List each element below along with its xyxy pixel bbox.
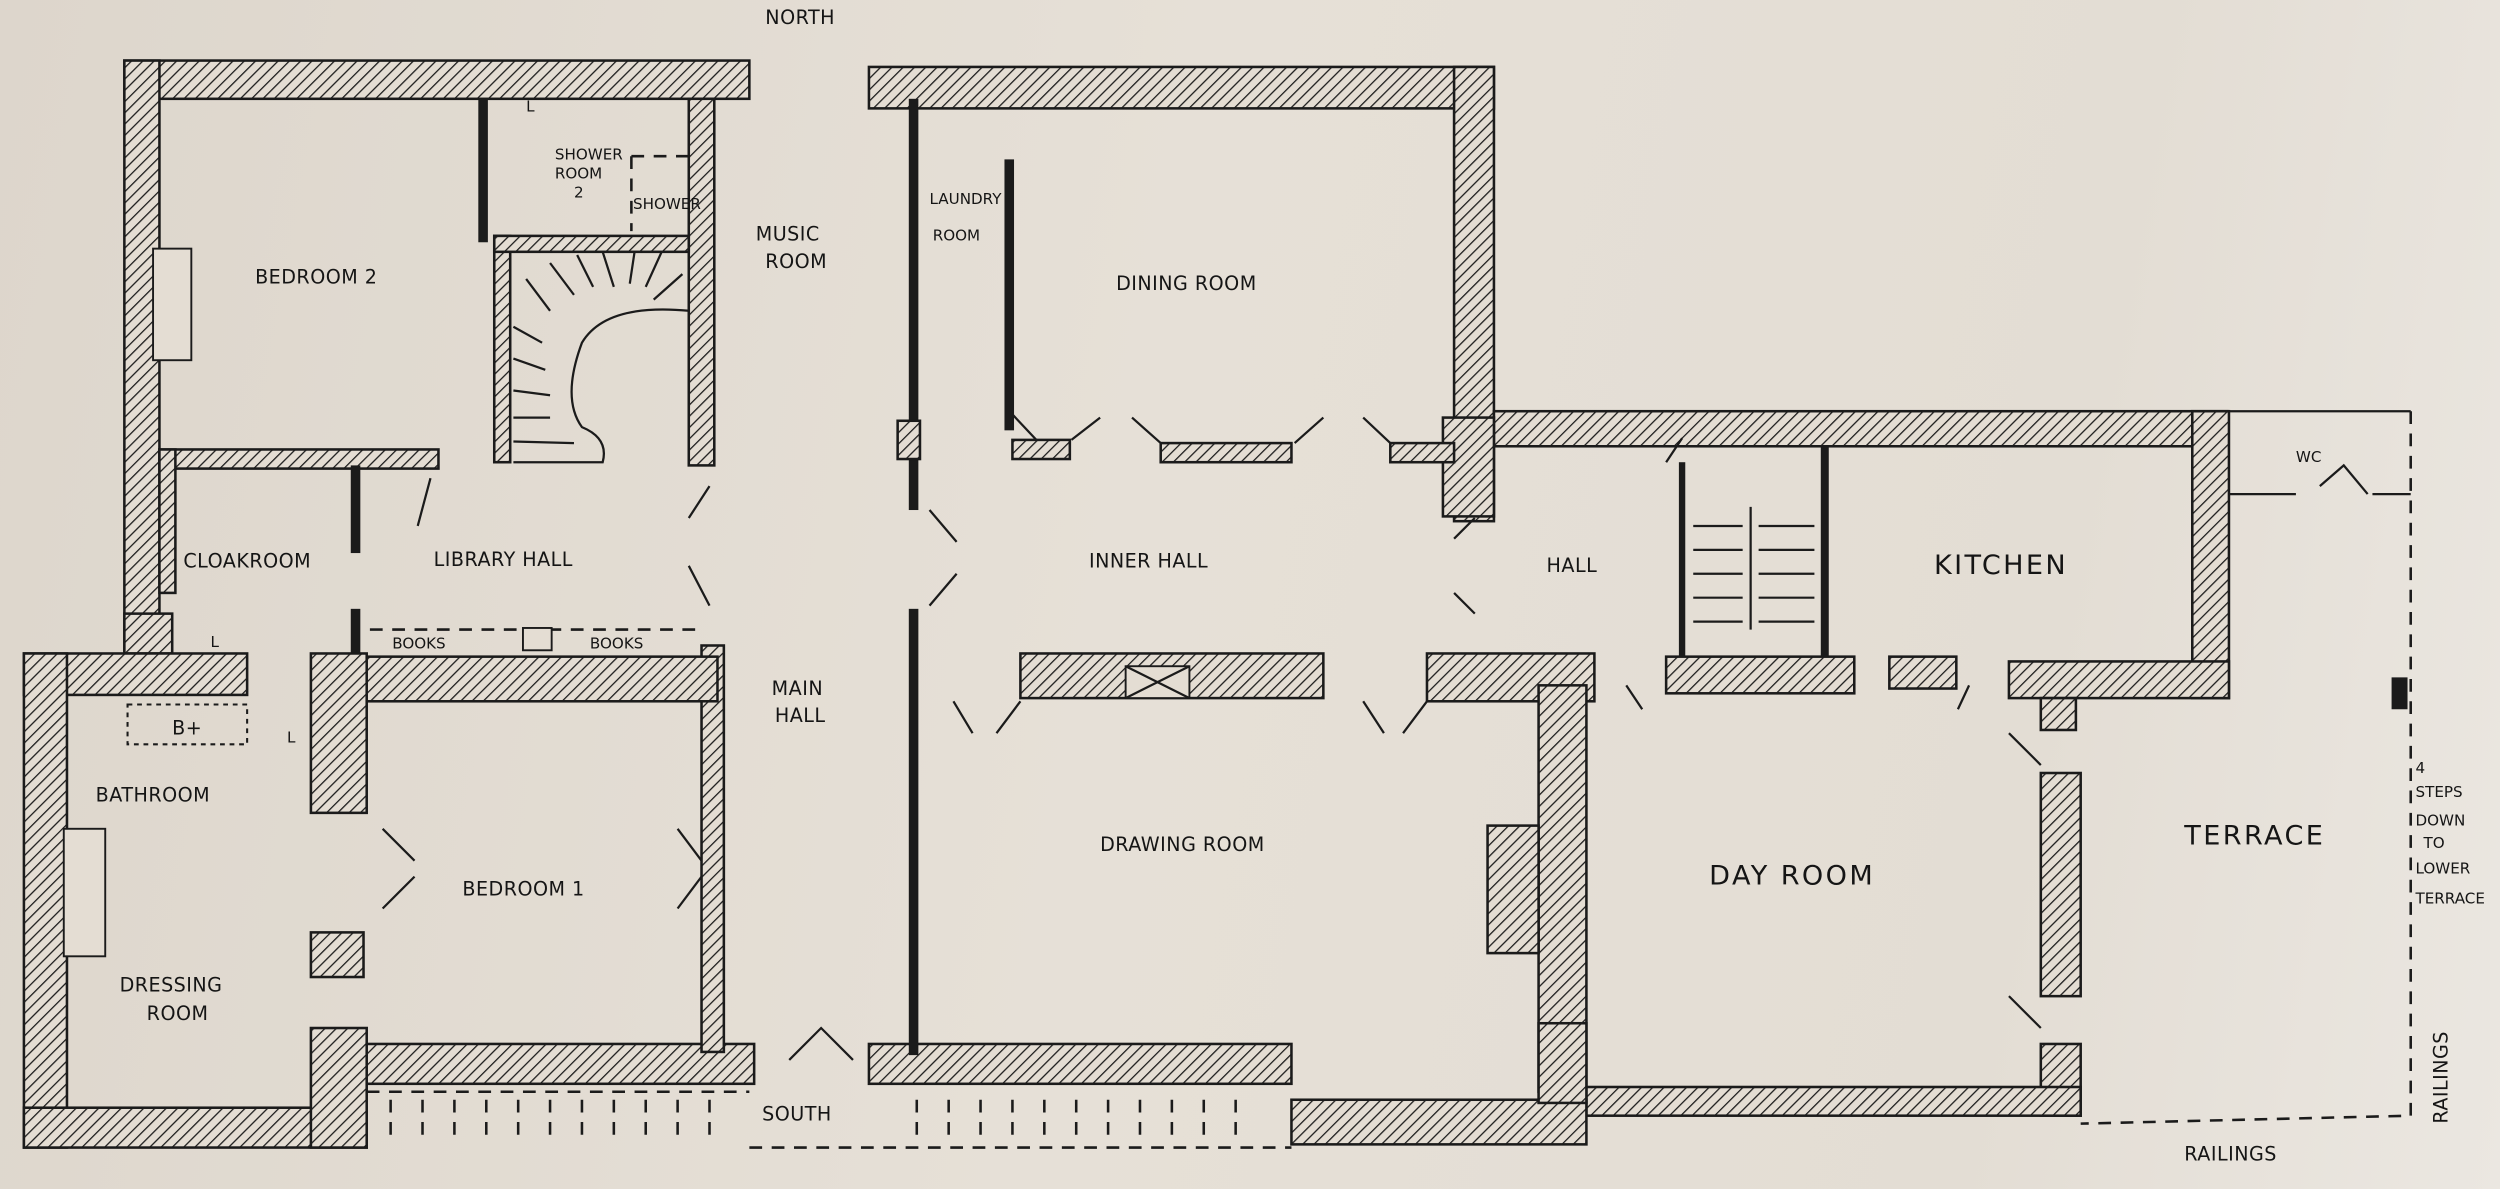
- wall-hall-west: [1441, 416, 1496, 518]
- wall-dayroom-south: [1585, 1085, 2082, 1117]
- label-music-room-line1: MUSIC: [756, 223, 820, 246]
- label-terrace: TERRACE: [2183, 821, 2325, 852]
- label-shower-room-line3: 2: [574, 184, 584, 202]
- annotations: 4 STEPS DOWN TO LOWER TERRACE RAILINGS R…: [2184, 759, 2485, 1165]
- label-bedroom-1: BEDROOM 1: [462, 878, 584, 901]
- label-drawing-room: DRAWING ROOM: [1100, 833, 1265, 856]
- wall-south-west: [362, 1042, 756, 1086]
- wall-kitchen-east: [2191, 409, 2231, 700]
- label-dressing-line2: ROOM: [147, 1002, 209, 1025]
- label-day-room: DAY ROOM: [1709, 861, 1875, 892]
- room-labels: NORTH SOUTH BEDROOM 2 SHOWER ROOM 2 SHOW…: [96, 6, 2325, 1126]
- wall-dressing-east: [309, 931, 365, 979]
- south-steps: [366, 1090, 1292, 1149]
- terrace-post: [2391, 677, 2408, 710]
- wall-kitchen-north: [1492, 409, 2229, 448]
- railings-line: [2080, 411, 2412, 1125]
- label-music-room-line2: ROOM: [765, 250, 827, 273]
- label-south: SOUTH: [762, 1102, 832, 1125]
- wall-shower-west: [478, 98, 488, 243]
- label-laundry-line1: LAUNDRY: [930, 190, 1003, 208]
- walls: [22, 59, 2412, 1149]
- library-fireplace: [522, 627, 553, 652]
- label-main-hall-line1: MAIN: [772, 677, 823, 700]
- fireplace-cross: [1125, 665, 1190, 700]
- label-north: NORTH: [765, 6, 835, 29]
- label-railings-side: RAILINGS: [2429, 1031, 2452, 1124]
- door-swings: [381, 413, 2042, 1061]
- label-books-left: BOOKS: [392, 635, 445, 653]
- wall-cloakroom-east-lower: [350, 608, 361, 657]
- hall-staircase: [1678, 446, 1829, 657]
- label-wc: WC: [2296, 448, 2322, 466]
- label-kitchen: KITCHEN: [1934, 550, 2068, 581]
- wall-bedroom2-south: [158, 448, 440, 470]
- label-dining-room: DINING ROOM: [1116, 272, 1257, 295]
- wall-dining-south-a: [1011, 438, 1072, 461]
- wall-dining-south-b: [1159, 441, 1293, 464]
- label-main-hall-line2: HALL: [775, 704, 826, 727]
- bathtub: [126, 703, 249, 746]
- fireplace-dressing: [62, 827, 107, 958]
- wall-cloakroom-north: [158, 448, 177, 595]
- shower-tray: [630, 154, 689, 232]
- wall-drawing-south: [867, 1042, 1293, 1086]
- spiral-staircase: [512, 251, 689, 464]
- wall-bathroom-west: [22, 652, 69, 1149]
- wall-south-pier: [1537, 1021, 1588, 1105]
- basin-bathroom: L: [287, 729, 296, 747]
- wall-dining-south-c: [1389, 441, 1456, 464]
- label-hall: HALL: [1547, 554, 1598, 577]
- wall-stair-south: [1664, 655, 1856, 695]
- label-books-right: BOOKS: [590, 635, 643, 653]
- wall-cloakroom-south: [123, 612, 174, 655]
- basin-cloakroom: L: [210, 633, 219, 651]
- wall-dressing-east-lower: [309, 1026, 368, 1149]
- wall-corridor-upper: [908, 98, 919, 511]
- wall-laundry-pier: [896, 419, 922, 461]
- fireplace-bedroom2: [152, 247, 193, 362]
- wall-kitchen-south: [2007, 660, 2231, 700]
- wall-drawing-chimney: [1486, 824, 1540, 955]
- steps-note-line1: 4: [2415, 759, 2425, 777]
- steps-note-line2: STEPS: [2415, 783, 2462, 801]
- label-bath: B+: [172, 717, 202, 740]
- basin-shower-room: L: [526, 98, 535, 116]
- wall-music-east-lower: [700, 644, 726, 1054]
- wall-music-east-upper: [687, 97, 716, 467]
- wall-stair-north: [492, 234, 691, 254]
- label-library-hall: LIBRARY HALL: [434, 548, 573, 571]
- steps-note-line5: LOWER: [2415, 859, 2470, 877]
- wall-corridor-lower: [908, 608, 919, 1056]
- label-railings-bottom: RAILINGS: [2184, 1142, 2277, 1165]
- steps-note-line3: DOWN: [2415, 812, 2465, 830]
- label-shower: SHOWER: [633, 195, 701, 213]
- label-cloakroom: CLOAKROOM: [183, 549, 311, 572]
- wall-library-south: [362, 655, 719, 703]
- label-dressing-line1: DRESSING: [120, 973, 223, 996]
- label-shower-room-line1: SHOWER: [555, 145, 623, 163]
- label-bathroom: BATHROOM: [96, 784, 210, 807]
- wall-terrace-pier: [2039, 696, 2078, 732]
- wall-bathroom-east-upper: [309, 652, 368, 815]
- wall-bathroom-south: [22, 1106, 368, 1149]
- wall-hall-pier: [1888, 655, 1958, 690]
- wall-laundry: [1004, 159, 1015, 431]
- wc-walls: [2228, 410, 2411, 496]
- label-shower-room-line2: ROOM: [555, 165, 602, 183]
- wall-north-west: [123, 59, 751, 101]
- label-laundry-line2: ROOM: [933, 227, 980, 245]
- wall-north-east: [867, 65, 1496, 110]
- wall-dayroom-east: [2039, 771, 2082, 998]
- label-inner-hall: INNER HALL: [1089, 549, 1208, 572]
- wall-south-centre: [1290, 1098, 1588, 1146]
- label-bedroom-2: BEDROOM 2: [255, 266, 377, 289]
- steps-note-line4: TO: [2422, 834, 2444, 852]
- wall-stair-west: [492, 234, 512, 464]
- steps-note-line6: TERRACE: [2414, 890, 2484, 908]
- wall-cloakroom-east: [350, 465, 361, 554]
